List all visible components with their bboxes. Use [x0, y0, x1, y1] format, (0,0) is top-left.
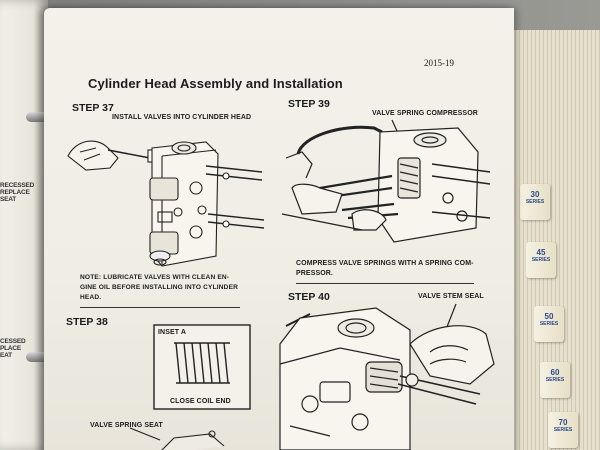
step-37-caption: INSTALL VALVES INTO CYLINDER HEAD — [112, 114, 252, 121]
step-39-caption-line-1: COMPRESS VALVE SPRINGS WITH A SPRING COM… — [296, 260, 474, 267]
step-38-label: STEP 38 — [66, 316, 108, 328]
step-40-label: STEP 40 — [288, 291, 330, 303]
step-39-divider — [296, 283, 474, 284]
step-37-note-line-3: HEAD. — [80, 294, 102, 301]
inset-a-caption: CLOSE COIL END — [170, 398, 231, 405]
step-37-label: STEP 37 — [72, 102, 114, 114]
valve-stem-seal-callout: VALVE STEM SEAL — [418, 293, 484, 300]
binder-ring-top — [26, 112, 52, 122]
binder-ring-bottom — [26, 352, 52, 362]
inset-a-box — [153, 324, 251, 410]
inset-a-title: INSET A — [158, 329, 187, 336]
step-39-label: STEP 39 — [288, 98, 330, 110]
step-37-note-line-2: GINE OIL BEFORE INSTALLING INTO CYLINDER — [80, 284, 239, 291]
valve-spring-compressor-callout: VALVE SPRING COMPRESSOR — [372, 110, 478, 117]
page-title: Cylinder Head Assembly and Installation — [88, 76, 343, 91]
step-38-illustration — [129, 427, 225, 450]
step-39-illustration — [281, 119, 491, 243]
step-37-divider — [80, 307, 240, 308]
step-37-illustration — [67, 140, 265, 267]
left-page-text-bottom: CESSED PLACE EAT — [0, 338, 26, 359]
previous-page-edge: RECESSED REPLACE SEAT CESSED PLACE EAT — [0, 0, 52, 450]
coil-spring-drawing — [175, 342, 229, 384]
valve-spring-seat-callout: VALVE SPRING SEAT — [90, 422, 163, 429]
step-39-caption-line-2: PRESSOR. — [296, 270, 333, 277]
left-page-text-top: RECESSED REPLACE SEAT — [0, 182, 35, 203]
step-37-note-line-1: NOTE: LUBRICATE VALVES WITH CLEAN EN- — [80, 274, 230, 281]
page-number: 2015-19 — [424, 58, 454, 68]
step-40-illustration — [279, 303, 495, 450]
